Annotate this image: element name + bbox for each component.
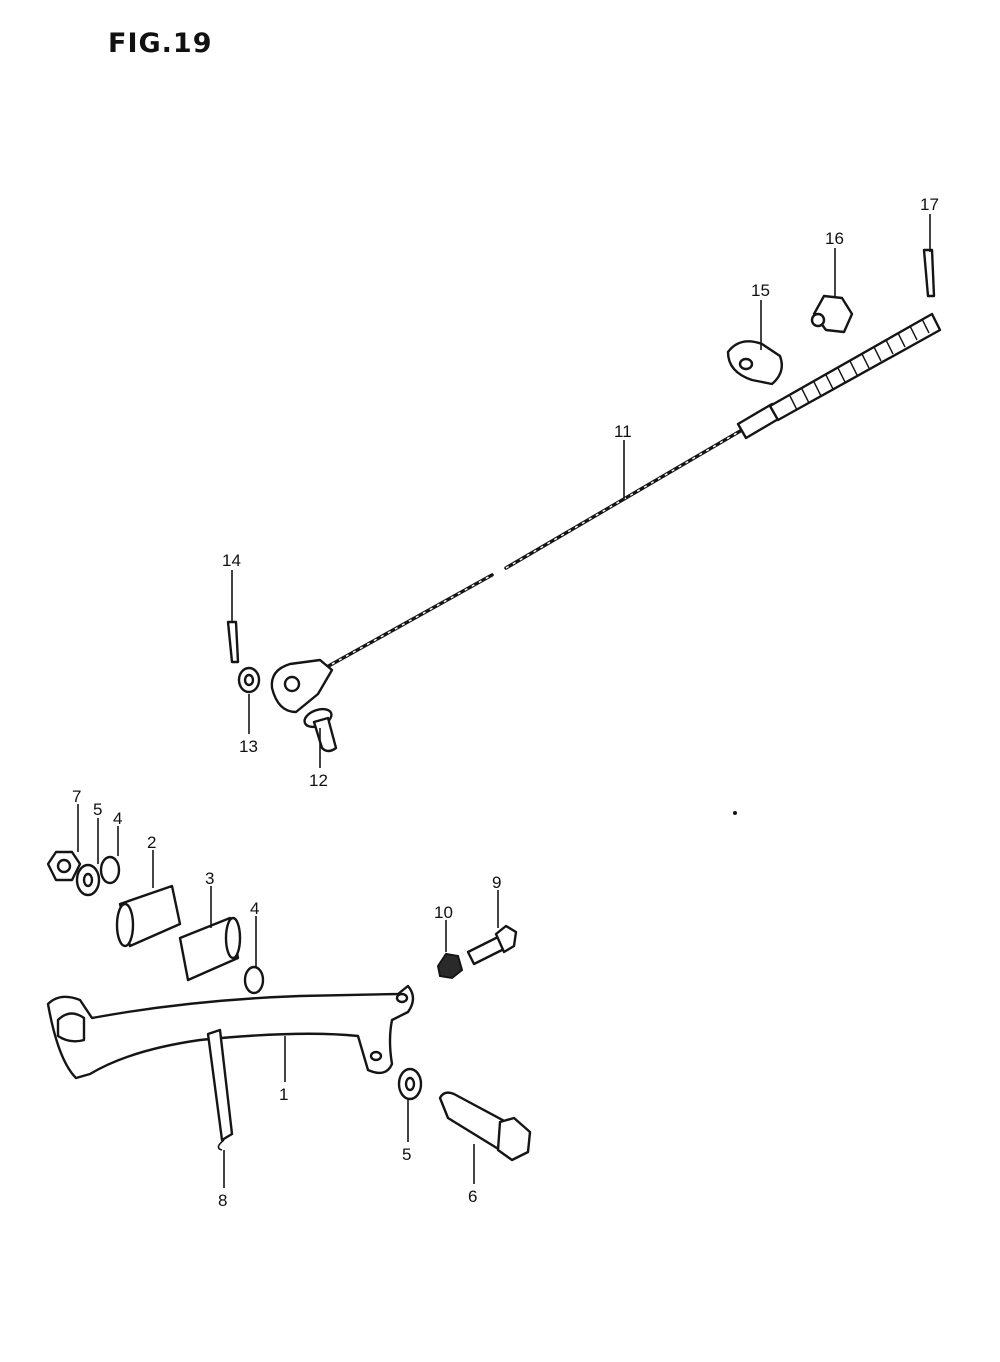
brake-pedal (46, 984, 415, 1080)
collar-3 (178, 916, 242, 982)
callout-10: 10 (434, 903, 453, 922)
cotter-pin-17 (922, 248, 936, 298)
callout-4-right: 4 (250, 899, 259, 918)
callout-13: 13 (239, 737, 258, 756)
rod-threads (789, 318, 930, 411)
callout-5-right: 5 (402, 1145, 411, 1164)
brake-rod-cable (323, 312, 942, 670)
figure-title: FIG.19 (108, 28, 213, 59)
leader-lines (77, 214, 931, 1188)
callout-9: 9 (492, 873, 501, 892)
callout-2: 2 (147, 833, 156, 852)
stray-dot (733, 811, 737, 815)
callout-16: 16 (825, 229, 844, 248)
callout-1: 1 (279, 1085, 288, 1104)
callout-12: 12 (309, 771, 328, 790)
pivot-bolt-6 (438, 1091, 532, 1162)
callout-5-left: 5 (93, 800, 102, 819)
cable-clevis (270, 658, 334, 714)
callout-14: 14 (222, 551, 241, 570)
bolt-9 (466, 924, 518, 966)
callout-7: 7 (72, 787, 81, 806)
callout-8: 8 (218, 1191, 227, 1210)
washer-5-left (75, 863, 101, 897)
nut-10 (436, 952, 464, 980)
o-ring-4-left (99, 855, 121, 885)
clevis-pin (303, 707, 338, 753)
o-ring-4-right (243, 965, 265, 995)
bushing-2 (115, 884, 182, 948)
washer-5-right (397, 1067, 423, 1101)
callout-11: 11 (614, 422, 632, 441)
callout-6: 6 (468, 1187, 477, 1206)
nut-7 (46, 850, 82, 882)
callout-15: 15 (751, 281, 770, 300)
return-spring-8 (206, 1028, 234, 1151)
callout-4-left: 4 (113, 809, 122, 828)
callout-17: 17 (920, 195, 939, 214)
washer-13 (237, 666, 261, 694)
cotter-pin-14 (226, 620, 240, 664)
joint-15 (726, 340, 783, 386)
callout-3: 3 (205, 869, 214, 888)
adjuster-nut-16 (810, 294, 854, 334)
